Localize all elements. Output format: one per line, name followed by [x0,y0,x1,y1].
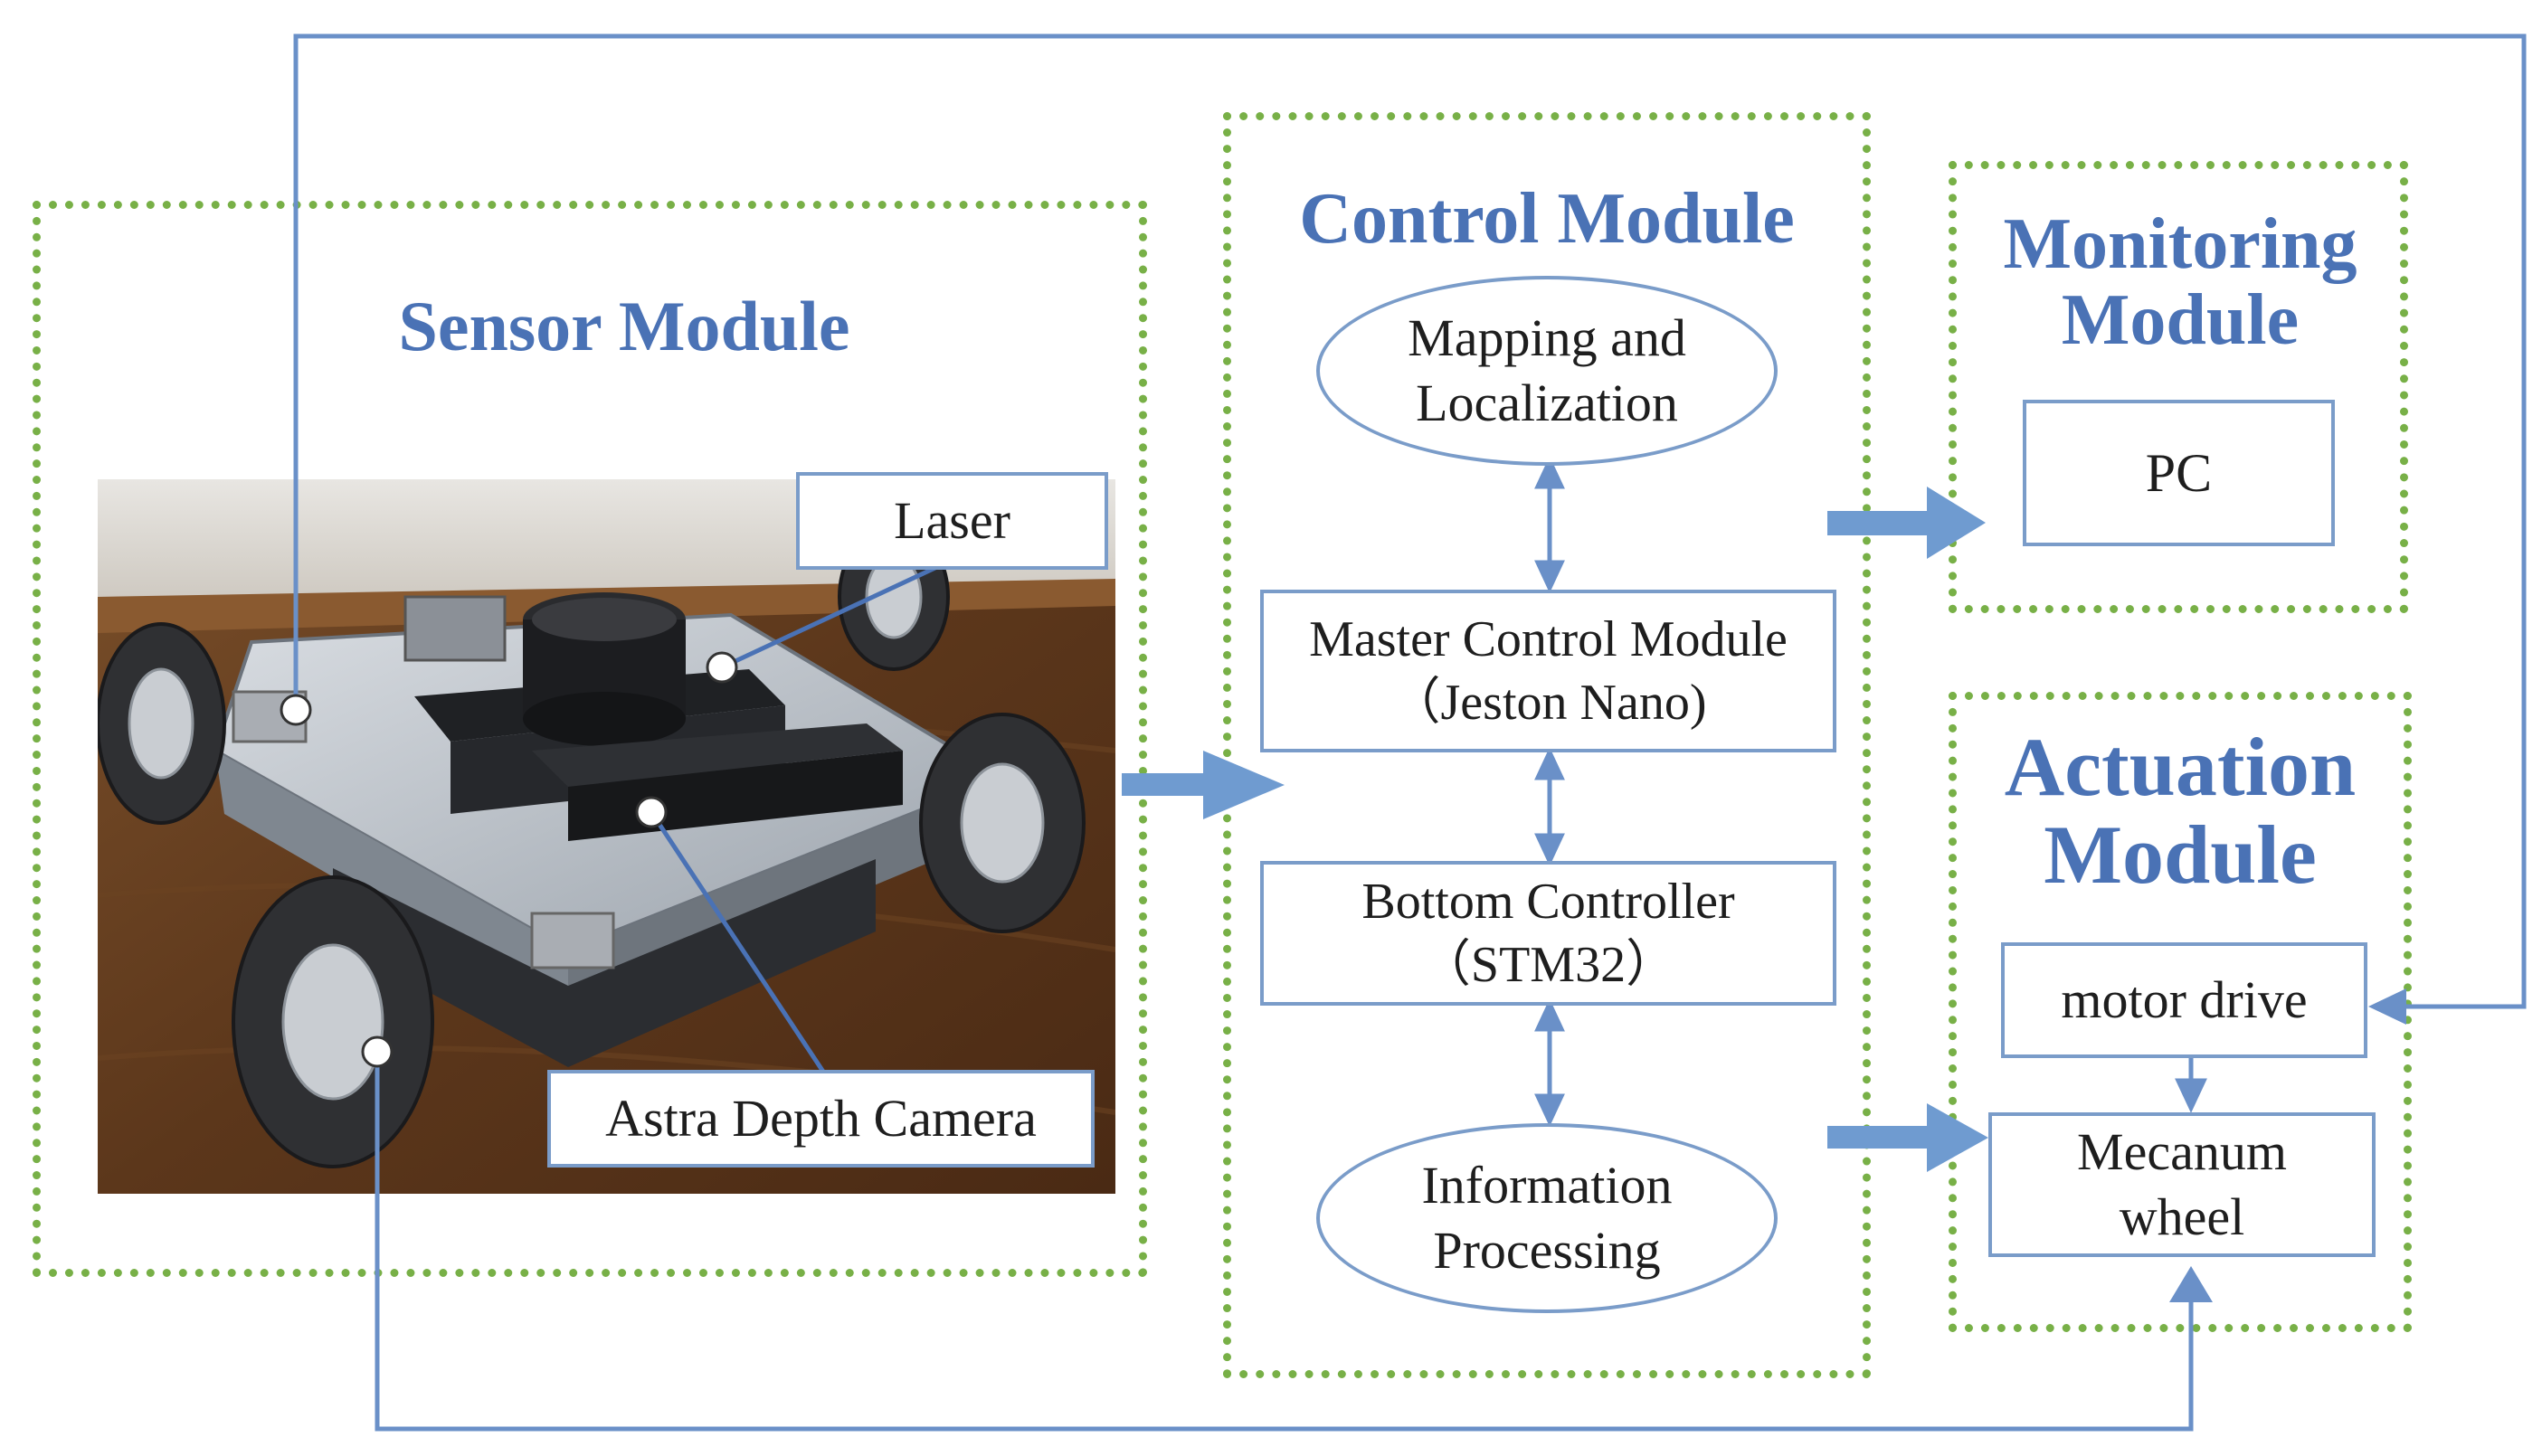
motor-drive-input-arrowhead [2368,988,2406,1025]
monitoring-module-frame [1949,161,2408,613]
camera-callout-dot [635,796,668,828]
motor-drive-node: motor drive [2001,942,2367,1058]
master-bottom-arrowhead-up [1534,747,1565,780]
camera-callout-line [649,810,826,1073]
control-module-frame [1223,112,1871,1378]
astra-depth-camera-label: Astra Depth Camera [547,1070,1095,1168]
motor-wheel-arrowhead [2175,1078,2207,1113]
mapping-master-arrowhead-down [1534,560,1565,593]
laser-callout-dot [706,651,738,684]
mapping-localization-node: Mapping and Localization [1316,276,1778,466]
actuation-module-title: Actuation Module [2004,721,2357,901]
wheel-input-arrowhead [2169,1266,2213,1302]
laser-to-motor-drive-line [293,33,2527,1009]
mecanum-wheel-node: Mecanum wheel [1988,1112,2376,1257]
camera-to-wheel-line [375,1052,2194,1432]
information-processing-node: Information Processing [1316,1123,1778,1313]
control-to-actuation-arrow [1827,1103,1988,1172]
robot-photo [98,479,1115,1194]
mapping-master-arrowhead-up [1534,456,1565,489]
laser-wire-endpoint-dot [280,694,312,726]
control-module-title: Control Module [1299,179,1795,259]
pc-node: PC [2023,400,2335,546]
laser-callout-line [720,556,956,670]
sensor-to-control-arrow [1122,751,1285,819]
control-to-monitoring-arrow [1827,487,1986,559]
master-bottom-arrowhead-down [1534,833,1565,866]
sensor-module-title: Sensor Module [398,287,850,365]
bottom-info-arrowhead-up [1534,998,1565,1032]
master-control-module-node: Master Control Module （Jeston Nano) [1260,590,1836,752]
robot-photo-image [98,479,1115,1194]
camera-wire-endpoint-dot [361,1035,394,1068]
bottom-controller-node: Bottom Controller （STM32） [1260,861,1836,1006]
laser-label: Laser [796,472,1108,570]
monitoring-module-title: Monitoring Module [2003,204,2357,360]
bottom-info-arrowhead-down [1534,1093,1565,1127]
actuation-module-frame [1949,692,2412,1332]
sensor-module-frame [33,201,1147,1277]
